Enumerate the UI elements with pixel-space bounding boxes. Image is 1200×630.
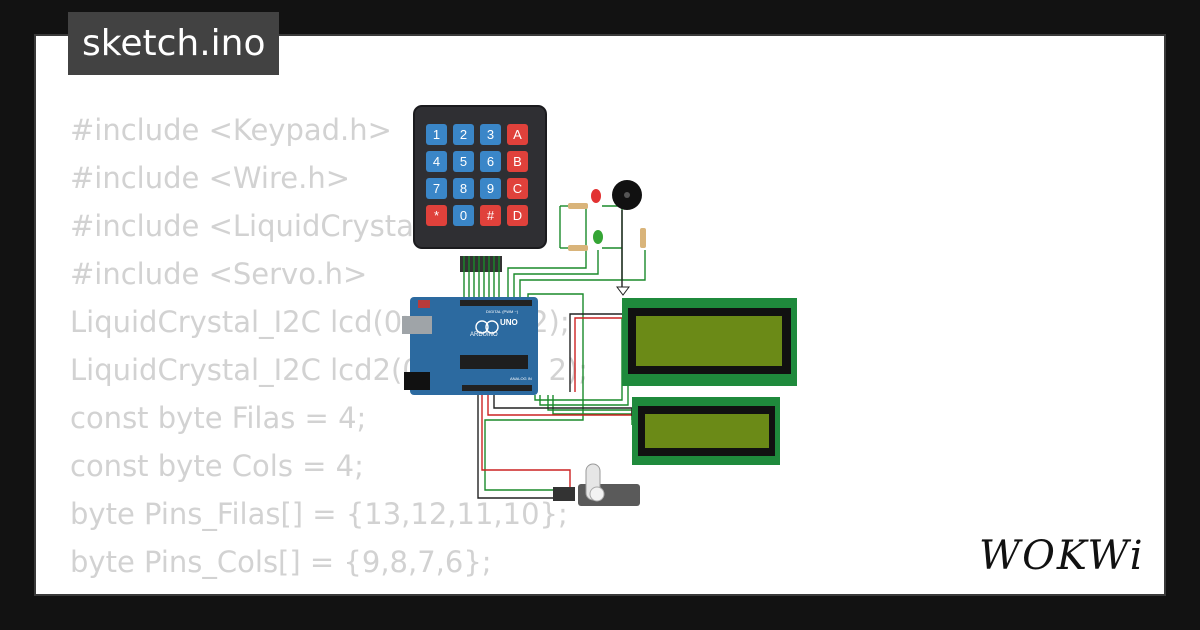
red-led-icon bbox=[591, 189, 601, 203]
keypad-key[interactable] bbox=[480, 151, 501, 172]
keypad-key-label: 1 bbox=[433, 127, 440, 142]
code-line: const byte Cols = 4; bbox=[70, 449, 364, 483]
arduino-uno-board[interactable]: DIGITAL (PWM ~) UNO ARDUINO ANALOG IN bbox=[402, 297, 538, 395]
svg-text:WOKWi: WOKWi bbox=[979, 533, 1145, 579]
resistor-icon bbox=[568, 245, 588, 251]
keypad-key-label: 0 bbox=[460, 208, 467, 223]
keypad-key-label: 3 bbox=[487, 127, 494, 142]
lcd-display-1[interactable] bbox=[622, 298, 797, 386]
keypad-key-label: D bbox=[513, 208, 522, 223]
green-led-icon bbox=[593, 230, 603, 244]
keypad-key-label: * bbox=[434, 208, 439, 223]
sketch-file-tab[interactable]: sketch.ino bbox=[68, 12, 280, 75]
keypad-key-label: 4 bbox=[433, 154, 440, 169]
digital-header bbox=[460, 300, 532, 306]
keypad-key[interactable] bbox=[480, 205, 501, 226]
digital-pins-label: DIGITAL (PWM ~) bbox=[486, 309, 519, 314]
keypad-key[interactable] bbox=[453, 178, 474, 199]
resistor-icon bbox=[568, 203, 588, 209]
keypad-key[interactable] bbox=[426, 205, 447, 226]
keypad-key-label: B bbox=[513, 154, 522, 169]
led-circuit bbox=[568, 180, 646, 296]
keypad-key-label: A bbox=[513, 127, 522, 142]
keypad-connector bbox=[460, 256, 502, 272]
code-line: byte Pins_Cols[] = {9,8,7,6}; bbox=[70, 545, 492, 579]
ground-symbol-icon bbox=[616, 286, 630, 296]
keypad-key-label: 6 bbox=[487, 154, 494, 169]
keypad-key[interactable] bbox=[507, 151, 528, 172]
keypad-key[interactable] bbox=[453, 124, 474, 145]
keypad-key[interactable] bbox=[480, 124, 501, 145]
wokwi-logo: WOKWi bbox=[979, 533, 1145, 579]
keypad-key-label: 2 bbox=[460, 127, 467, 142]
lcd-display-2[interactable] bbox=[632, 397, 780, 465]
resistor-icon bbox=[640, 228, 646, 248]
keypad-key-label: 9 bbox=[487, 181, 494, 196]
keypad-key[interactable] bbox=[507, 124, 528, 145]
servo-motor[interactable] bbox=[553, 463, 640, 506]
keypad-key-label: # bbox=[487, 208, 495, 223]
code-line: byte Pins_Filas[] = {13,12,11,10}; bbox=[70, 497, 568, 531]
keypad-key-label: 8 bbox=[460, 181, 467, 196]
atmega-chip bbox=[460, 355, 528, 369]
keypad-key[interactable] bbox=[426, 178, 447, 199]
keypad-key[interactable] bbox=[507, 178, 528, 199]
code-line: const byte Filas = 4; bbox=[70, 401, 367, 435]
analog-pins-label: ANALOG IN bbox=[510, 376, 532, 381]
board-model-label: UNO bbox=[500, 318, 518, 327]
code-line: char Teclas[Filas][Cols] = { bbox=[70, 586, 588, 594]
usb-port bbox=[402, 316, 432, 334]
code-line: #include <Wire.h> bbox=[70, 161, 351, 195]
keypad-key-label: 5 bbox=[460, 154, 467, 169]
keypad[interactable]: 1 2 3 A 4 5 6 B 7 8 9 C * 0 # D bbox=[413, 105, 547, 272]
code-line: #include <Keypad.h> bbox=[70, 113, 392, 147]
keypad-key[interactable] bbox=[480, 178, 501, 199]
power-jack bbox=[404, 372, 430, 390]
keypad-key-label: C bbox=[513, 181, 522, 196]
keypad-key[interactable] bbox=[453, 151, 474, 172]
keypad-key-label: 7 bbox=[433, 181, 440, 196]
reset-button-icon bbox=[418, 300, 430, 308]
keypad-key[interactable] bbox=[426, 124, 447, 145]
keypad-key[interactable] bbox=[507, 205, 528, 226]
analog-header bbox=[462, 385, 532, 391]
keypad-key[interactable] bbox=[453, 205, 474, 226]
board-brand-label: ARDUINO bbox=[470, 332, 498, 338]
keypad-key[interactable] bbox=[426, 151, 447, 172]
code-line: #include <Servo.h> bbox=[70, 257, 368, 291]
